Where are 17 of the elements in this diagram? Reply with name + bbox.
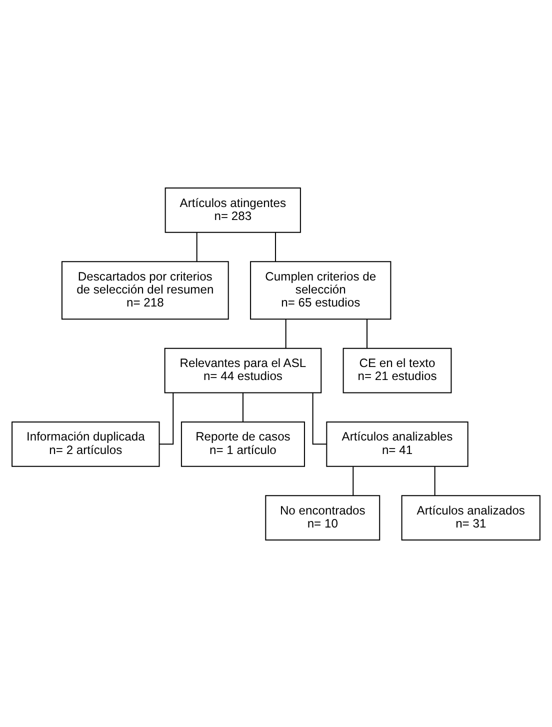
connector	[366, 318, 368, 348]
node-box: Cumplen criterios de selección n= 65 estudios	[250, 260, 392, 320]
node-box: Artículos analizables n= 41	[326, 420, 468, 466]
node-box: Relevantes para el ASL n= 44 estudios	[164, 347, 322, 393]
connector	[352, 466, 354, 495]
node-box: CE en el texto n= 21 estudios	[342, 347, 452, 393]
connector	[196, 232, 198, 262]
node-box: Artículos atingentes n= 283	[164, 187, 301, 232]
connector	[275, 232, 276, 262]
connector	[242, 392, 244, 422]
node-box: Información duplicada n= 2 artículos	[12, 420, 160, 466]
node-box: Reporte de casos n= 1 artículo	[180, 420, 305, 466]
connector	[434, 466, 436, 495]
node-box: Artículos analizados n= 31	[401, 494, 540, 540]
connector	[285, 318, 286, 348]
node-box: Descartados por criterios de selección del resumen n= 218	[61, 260, 229, 320]
node-box: No encontrados n= 10	[265, 494, 380, 540]
